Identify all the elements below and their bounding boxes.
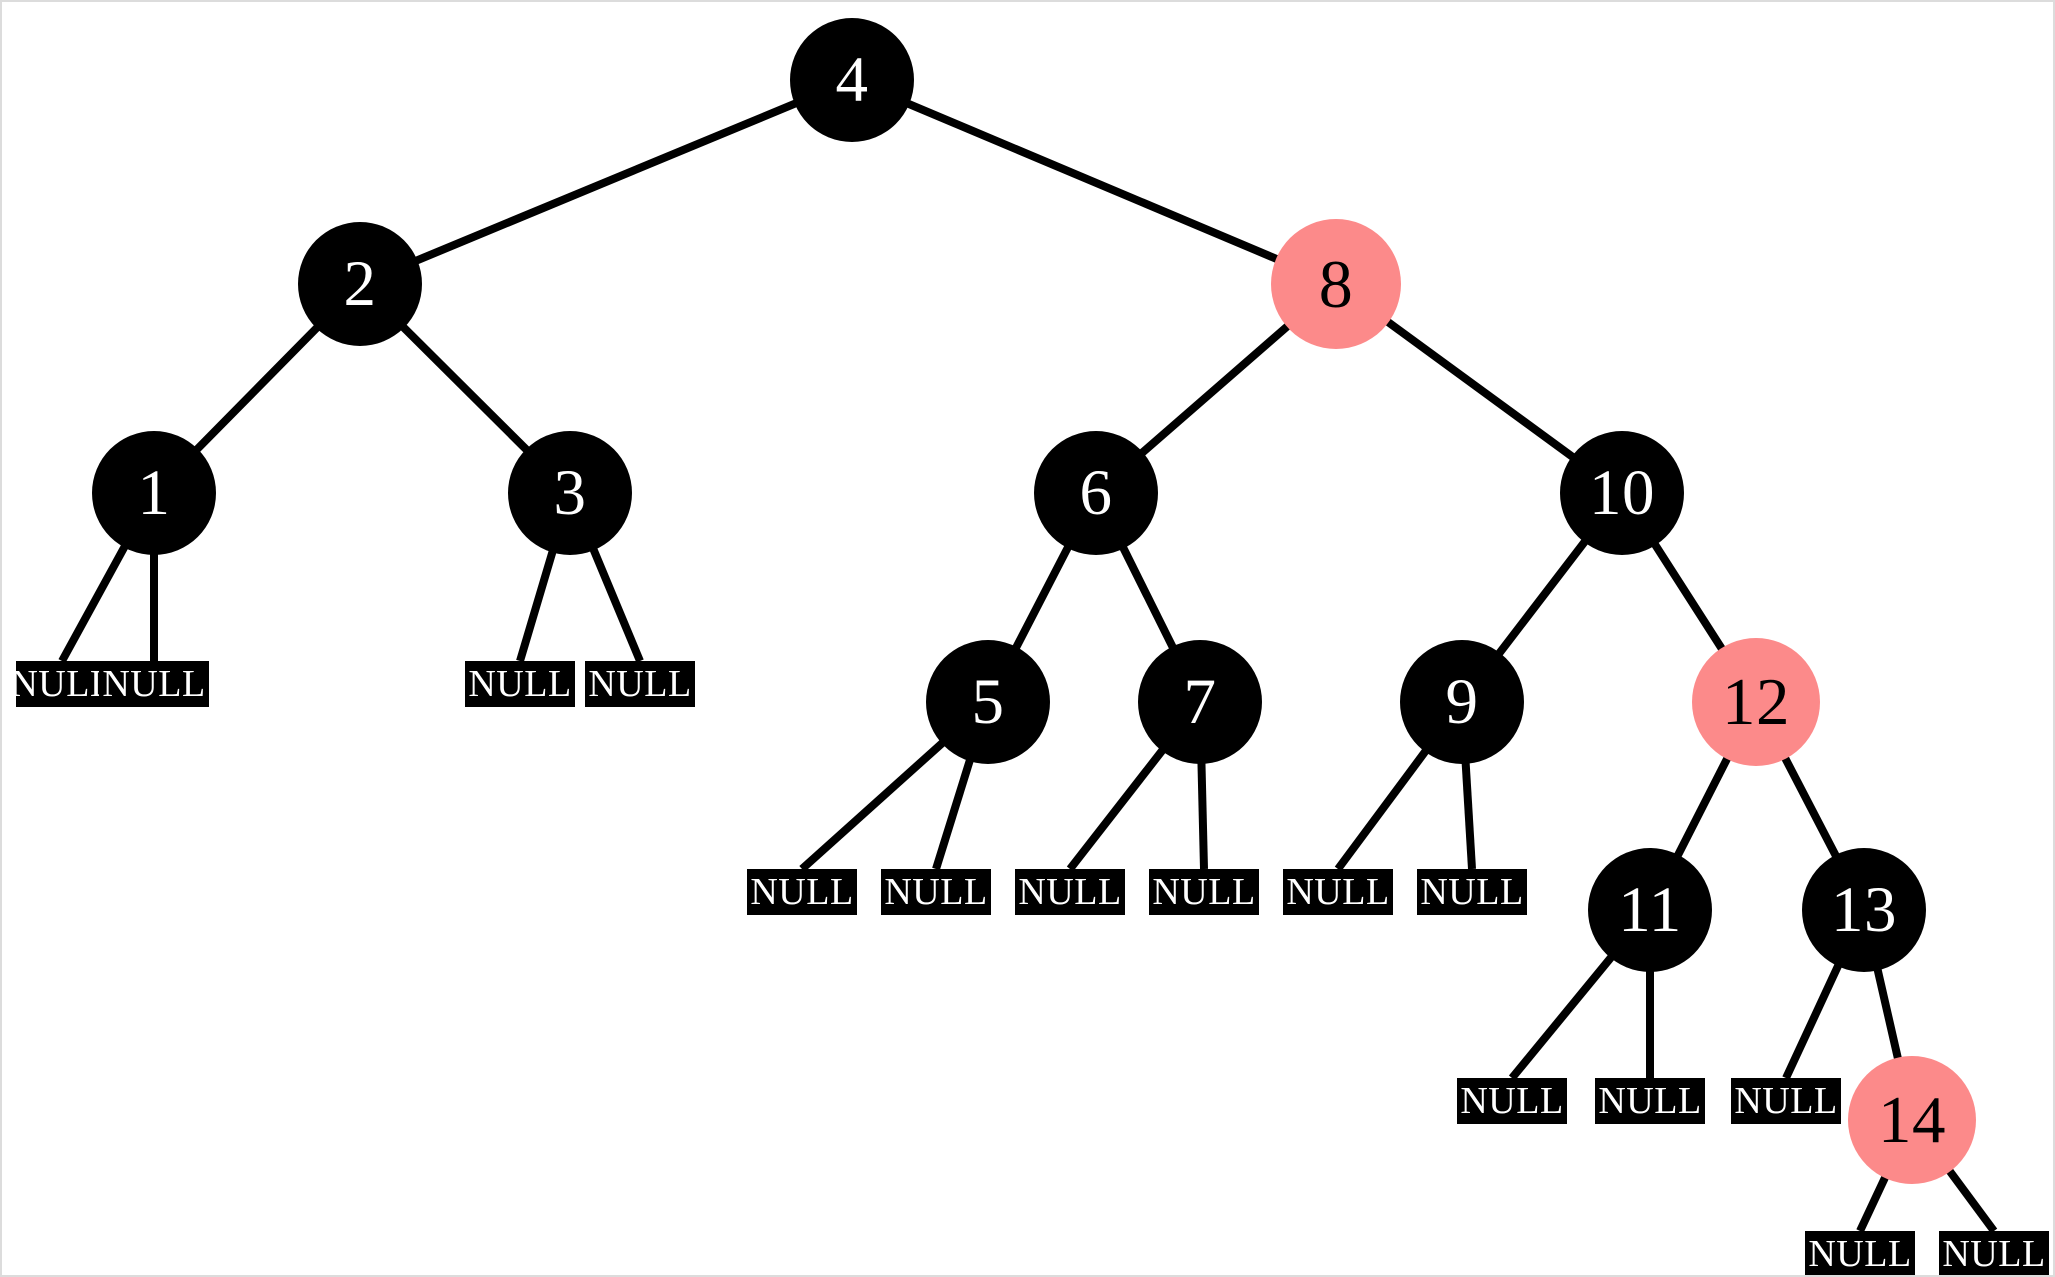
tree-edge xyxy=(1943,1164,1998,1234)
node-label: 13 xyxy=(1831,873,1897,946)
nil-label: NULL xyxy=(1734,1080,1838,1122)
node-label: 11 xyxy=(1618,873,1682,946)
tree-node-13: 13 xyxy=(1802,848,1926,972)
nil-label: NULL xyxy=(588,663,692,705)
nil-label: NULL xyxy=(1152,871,1256,913)
node-label: 12 xyxy=(1722,664,1790,739)
node-label: 3 xyxy=(553,456,587,529)
tree-nil-leaf: NULL xyxy=(1939,1231,2049,1275)
tree-edge xyxy=(1493,535,1591,660)
tree-nil-leaf: NULL xyxy=(465,661,575,707)
tree-edge xyxy=(1782,960,1844,1080)
tree-edge xyxy=(1381,316,1579,463)
node-label: 2 xyxy=(343,247,377,320)
tree-node-11: 11 xyxy=(1588,848,1712,972)
node-label: 4 xyxy=(835,43,869,116)
tree-node-12: 12 xyxy=(1692,638,1820,766)
tree-node-7: 7 xyxy=(1138,640,1262,764)
tree-edge xyxy=(397,321,533,456)
nil-label: NULL xyxy=(884,871,988,913)
tree-nil-leaf: NULL xyxy=(10,661,113,707)
nil-label: NULL xyxy=(1286,871,1390,913)
tree-nil-leaf: NULL xyxy=(1283,869,1393,915)
node-label: 1 xyxy=(137,456,171,529)
tree-edge xyxy=(516,546,558,663)
tree-nil-leaf: NULL xyxy=(1595,1078,1705,1124)
nil-label: NULL xyxy=(1018,871,1122,913)
tree-edge xyxy=(1334,745,1432,872)
tree-node-6: 6 xyxy=(1034,431,1158,555)
tree-node-10: 10 xyxy=(1560,431,1684,555)
tree-edge xyxy=(1010,541,1074,654)
nil-label: NULL xyxy=(750,871,854,913)
tree-nil-leaf: NULL xyxy=(1015,869,1125,915)
tree-edge xyxy=(1779,752,1842,862)
node-label: 14 xyxy=(1878,1082,1946,1157)
tree-nil-leaf: NULL xyxy=(99,661,209,707)
tree-nil-leaf: NULL xyxy=(1805,1231,1915,1275)
tree-node-9: 9 xyxy=(1400,640,1524,764)
tree-edge xyxy=(1117,542,1179,653)
tree-edge xyxy=(1508,951,1617,1081)
nil-label: NULL xyxy=(1598,1080,1702,1122)
tree-edge xyxy=(588,544,644,663)
tree-node-1: 1 xyxy=(92,431,216,555)
tree-edge xyxy=(1672,752,1733,861)
tree-node-4: 4 xyxy=(790,18,914,142)
tree-edge xyxy=(1856,1171,1891,1233)
nil-label: NULL xyxy=(1942,1233,2046,1275)
tree-edge xyxy=(1649,538,1728,655)
tree-nil-leaf: NULL xyxy=(1149,869,1259,915)
tree-edge xyxy=(1872,964,1903,1064)
node-label: 8 xyxy=(1318,246,1354,322)
node-label: 6 xyxy=(1079,456,1113,529)
tree-nil-leaf: NULL xyxy=(1417,869,1527,915)
tree-edge xyxy=(191,321,323,456)
node-label: 7 xyxy=(1183,665,1217,738)
nil-label: NULL xyxy=(1460,1080,1564,1122)
tree-nil-leaf: NULL xyxy=(747,869,857,915)
node-label: 10 xyxy=(1589,456,1655,529)
tree-node-5: 5 xyxy=(926,640,1050,764)
tree-nil-leaf: NULL xyxy=(585,661,695,707)
nil-label: NULL xyxy=(1808,1233,1912,1275)
tree-edge xyxy=(903,98,1283,265)
tree-node-2: 2 xyxy=(298,222,422,346)
tree-edge xyxy=(1461,758,1476,870)
tree-edge xyxy=(1197,758,1208,870)
tree-node-14: 14 xyxy=(1848,1056,1976,1184)
tree-edge xyxy=(58,541,131,663)
nil-label: NULL xyxy=(468,663,572,705)
node-label: 9 xyxy=(1445,665,1479,738)
tree-node-3: 3 xyxy=(508,431,632,555)
tree-edge xyxy=(1136,320,1294,459)
tree-nil-leaf: NULL xyxy=(881,869,991,915)
tree-edge xyxy=(411,98,801,266)
nil-label: NULL xyxy=(102,663,206,705)
tree-edge xyxy=(932,755,975,871)
tree-edge xyxy=(799,737,949,872)
tree-nil-leaf: NULL xyxy=(1457,1078,1567,1124)
tree-nil-leaf: NULL xyxy=(1731,1078,1841,1124)
tree-edge xyxy=(1066,744,1169,872)
nil-label: NULL xyxy=(1420,871,1524,913)
node-label: 5 xyxy=(971,665,1005,738)
nil-label: NULL xyxy=(10,663,114,705)
tree-node-8: 8 xyxy=(1271,219,1401,349)
